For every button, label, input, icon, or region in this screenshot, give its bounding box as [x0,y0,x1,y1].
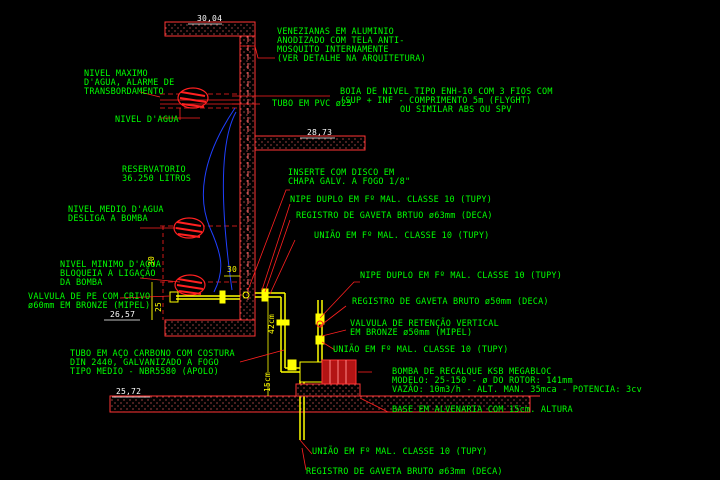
structure [109,21,540,413]
float-mid [173,217,205,239]
note-reservatorio-2: 36.250 LITROS [122,174,191,184]
level-ground: 25,72 [116,387,141,396]
note-venezianas-3: MOSQUITO INTERNAMENTE [277,45,389,55]
float-cable [202,107,236,293]
pvc-tube [160,99,240,105]
level-slab: 28,73 [307,128,332,137]
foot-valve [169,291,179,303]
note-nivel-medio-1: NIVEL MEDIO D'AGUA [68,205,164,215]
note-reservatorio-1: RESERVATORIO [122,165,186,175]
note-tubo-aco-3: TIPO MEDIO - NBR5580 (APOLO) [70,367,219,377]
bottom-slab [164,319,256,337]
float-low [174,274,206,296]
note-tubo-aco-2: DIN 2440, GALVANIZADO A FOGO [70,358,219,368]
note-base: BASE EM ALVENARIA COM 15cm. ALTURA [392,405,573,415]
note-registro-2: REGISTRO DE GAVETA BRUTO ø50mm (DECA) [352,297,549,307]
level-marks: 30,04 28,73 26,57 25,72 [104,14,335,398]
middle-slab [254,135,366,151]
note-nivel-minimo-1: NIVEL MINIMO D'AGUA [60,260,161,270]
note-valvula-retencao-1: VALVULA DE RETENÇÃO VERTICAL [350,318,499,329]
note-boia-2: (SUP + INF - COMPRIMENTO 5m (FLYGHT) [340,96,531,106]
note-nipe-duplo-1: NIPE DUPLO EM Fº MAL. CLASSE 10 (TUPY) [290,195,492,205]
note-valvula-pe-1: VALVULA DE PE COM CRIVO [28,292,150,302]
note-bomba-1: BOMBA DE RECALQUE KSB MEGABLOC [392,367,552,377]
note-boia-1: BOIA DE NIVEL TIPO ENH-10 COM 3 FIOS COM [340,87,553,97]
note-nivel-medio-2: DESLIGA A BOMBA [68,214,148,224]
note-venezianas-2: ANODIZADO COM TELA ANTI- [277,36,405,46]
fittings [219,288,325,371]
pump [295,359,361,397]
note-nipe-duplo-2: NIPE DUPLO EM Fº MAL. CLASSE 10 (TUPY) [360,271,562,281]
note-nivel-maximo-2: D'AGUA, ALARME DE [84,78,174,88]
note-bomba-2: MODELO: 25-150 - ø DO ROTOR: 141mm [392,376,573,386]
note-venezianas-1: VENEZIANAS EM ALUMINIO [277,27,394,37]
dim-30-v: 30 [147,256,156,266]
dim-30-h: 30 [227,265,237,274]
note-bomba-3: VAZÃO: 10m3/h - ALT. MAN. 35mca - POTENC… [392,384,642,395]
note-nivel-agua: NIVEL D'AGUA [115,115,179,125]
dim-42cm: 42cm [267,314,276,334]
note-nivel-maximo-3: TRANSBORDAMENTO [84,87,164,97]
note-insert-1: INSERTE COM DISCO EM [288,168,394,178]
dim-15cm: 15cm [263,372,272,392]
note-nivel-maximo-1: NIVEL MAXIMO [84,69,148,79]
note-tubo-pvc: TUBO EM PVC ø25 [272,99,352,109]
note-venezianas-4: (VER DETALHE NA ARQUITETURA) [277,54,426,64]
note-boia-3: OU SIMILAR ABS OU SPV [400,105,512,115]
note-registro-3: REGISTRO DE GAVETA BRUTO ø63mm (DECA) [306,467,503,477]
dim-25: 25 [154,302,163,312]
leaders [119,45,392,471]
float-switches [173,87,209,296]
note-valvula-retencao-2: EM BRONZE ø50mm (MIPEL) [350,328,472,338]
note-valvula-pe-2: ø60mm EM BRONZE (MIPEL) [28,301,150,311]
note-nivel-minimo-2: BLOQUEIA A LIGAÇÃO [60,268,156,279]
note-tubo-aco-1: TUBO EM AÇO CARBONO COM COSTURA [70,349,235,359]
level-top: 30,04 [197,14,222,23]
note-nivel-minimo-3: DA BOMBA [60,278,103,288]
note-uniao-1: UNIÃO EM Fº MAL. CLASSE 10 (TUPY) [314,230,489,241]
note-insert-2: CHAPA GALV. A FOGO 1/8" [288,177,410,187]
notes: VENEZIANAS EM ALUMINIO ANODIZADO COM TEL… [28,27,642,477]
level-bottom: 26,57 [110,310,135,319]
note-uniao-3: UNIÃO EM Fº MAL. CLASSE 10 (TUPY) [312,446,487,457]
dimensions [151,275,269,396]
note-uniao-2: UNIÃO EM Fº MAL. CLASSE 10 (TUPY) [333,344,508,355]
note-registro-1: REGISTRO DE GAVETA BRTUO ø63mm (DECA) [296,211,493,221]
float-high [177,87,209,109]
